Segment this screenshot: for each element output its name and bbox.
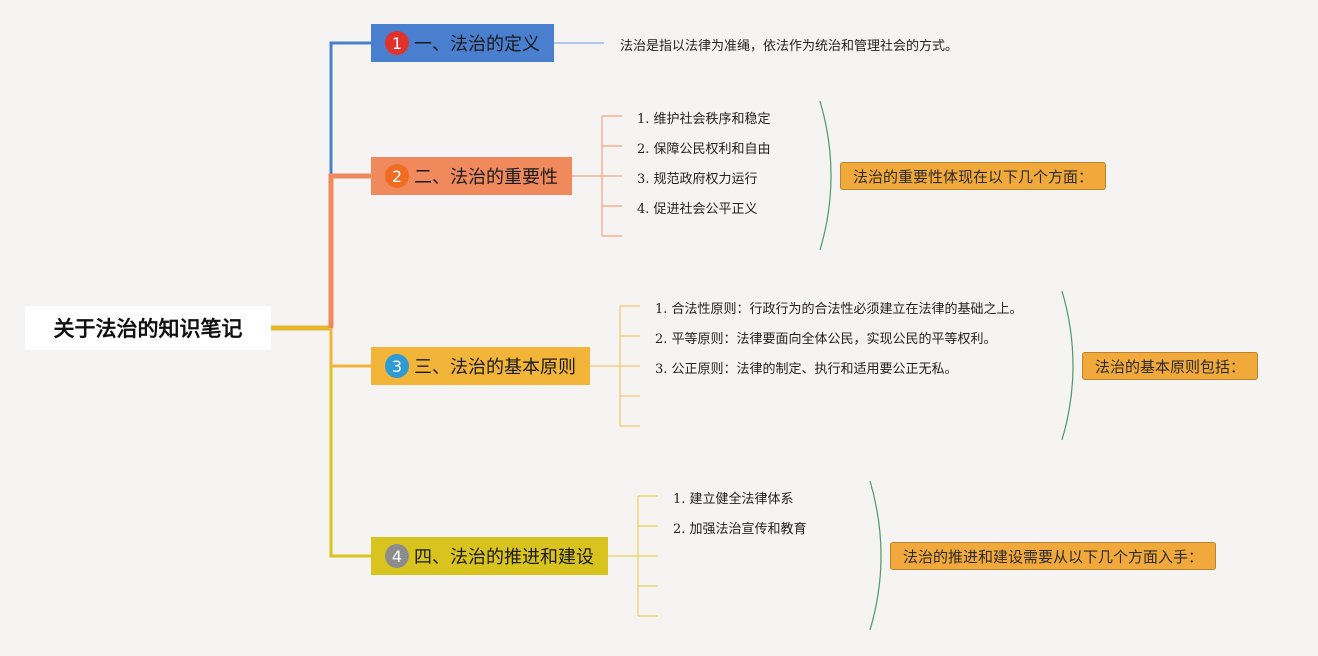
branch-3-item-1: 1. 合法性原则：行政行为的合法性必须建立在法律的基础之上。 — [655, 302, 1023, 317]
branch-2-summary[interactable]: 法治的重要性体现在以下几个方面： — [840, 162, 1107, 190]
branch-4-brace — [869, 480, 882, 631]
branch-2-leaf-connectors — [572, 115, 622, 237]
branch-3-item-3: 3. 公正原则：法律的制定、执行和适用要公正无私。 — [655, 362, 958, 377]
branch-4-leaf-connectors — [608, 495, 658, 617]
branch-1-number-badge: 1 — [385, 31, 409, 55]
branch-1-connector — [329, 41, 371, 176]
branch-2-item-4: 4. 促进社会公平正义 — [637, 202, 758, 217]
branch-2-brace — [819, 100, 832, 251]
branch-4-item-2: 2. 加强法治宣传和教育 — [673, 522, 807, 537]
branch-3-summary[interactable]: 法治的基本原则包括： — [1082, 352, 1259, 380]
branch-3-topic[interactable]: 3 三、法治的基本原则 — [371, 347, 590, 385]
branch-2-summary-text: 法治的重要性体现在以下几个方面： — [853, 167, 1094, 186]
branch-1-topic[interactable]: 1 一、法治的定义 — [371, 24, 554, 62]
branch-3-number-badge: 3 — [385, 354, 409, 378]
branch-4-topic[interactable]: 4 四、法治的推进和建设 — [371, 537, 608, 575]
branch-4-connector — [329, 366, 371, 558]
definition-text: 法治是指以法律为准绳，依法作为统治和管理社会的方式。 — [620, 39, 959, 54]
branch-3-item-2: 2. 平等原则：法律要面向全体公民，实现公民的平等权利。 — [655, 332, 997, 347]
branch-2-connector — [328, 173, 371, 328]
branch-2-topic[interactable]: 2 二、法治的重要性 — [371, 157, 572, 195]
root-title: 关于法治的知识笔记 — [53, 317, 243, 341]
branch-3-connector — [329, 328, 371, 368]
branch-3-summary-text: 法治的基本原则包括： — [1095, 357, 1246, 376]
branch-2-item-1: 1. 维护社会秩序和稳定 — [637, 112, 771, 127]
branch-4-number-badge: 4 — [385, 544, 409, 568]
root-topic[interactable]: 关于法治的知识笔记 — [25, 306, 271, 350]
branch-3-leaf-connectors — [590, 305, 640, 427]
branch-3-label: 三、法治的基本原则 — [414, 357, 576, 378]
branch-4-summary-text: 法治的推进和建设需要从以下几个方面入手： — [903, 547, 1204, 566]
branch-2-item-3: 3. 规范政府权力运行 — [637, 172, 758, 187]
branch-2-number-badge: 2 — [385, 164, 409, 188]
branch-4-summary[interactable]: 法治的推进和建设需要从以下几个方面入手： — [890, 542, 1217, 570]
branch-4-item-1: 1. 建立健全法律体系 — [673, 492, 794, 507]
branch-1-label: 一、法治的定义 — [414, 34, 540, 55]
branch-2-item-2: 2. 保障公民权利和自由 — [637, 142, 771, 157]
branch-2-label: 二、法治的重要性 — [414, 167, 558, 188]
branch-3-brace — [1061, 290, 1074, 441]
branch-4-label: 四、法治的推进和建设 — [414, 547, 594, 568]
